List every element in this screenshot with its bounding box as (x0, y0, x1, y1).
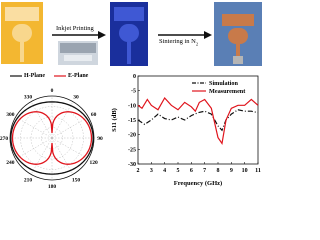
y-tick-label: -30 (128, 162, 136, 168)
antenna-pattern-panel (1, 2, 43, 64)
polar-angle-label: 0 (51, 88, 54, 94)
y-tick-label: 0 (133, 74, 136, 80)
polar-angle-label: 180 (48, 184, 57, 189)
h-plane-curve (10, 101, 94, 175)
legend-h-plane: H-Plane (24, 73, 45, 79)
polar-legend-lines (10, 75, 66, 77)
x-tick-label: 2 (137, 168, 140, 174)
x-tick-label: 3 (150, 168, 153, 174)
polar-spoke (30, 137, 53, 175)
polar-spoke (51, 116, 89, 139)
copper-feedline (236, 44, 240, 58)
polar-spoke (15, 137, 53, 160)
printed-patch (114, 7, 144, 21)
polar-spoke (30, 101, 53, 139)
sintering-text: Sintering in N (159, 38, 196, 45)
x-tick-label: 10 (242, 168, 248, 174)
polar-spoke (51, 101, 74, 139)
polar-plot: 0 30 60 90 120 150 180 210 240 270 300 330 (0, 88, 103, 189)
printer-head (60, 43, 96, 53)
printer-tray (64, 55, 92, 61)
polar-spoke (51, 137, 74, 175)
polar-spoke (15, 116, 53, 139)
legend-measurement: Measurement (209, 88, 246, 95)
legend-e-plane: E-Plane (68, 73, 89, 79)
printed-feedline (127, 42, 131, 64)
pattern-patch (5, 7, 39, 21)
polar-spoke (51, 137, 89, 160)
y-tick-label: -15 (128, 118, 136, 124)
s11-ticks: 2 3 4 5 6 7 8 9 10 11 0 -5 -10 -15 -20 -25 -30 (128, 74, 261, 174)
printed-antenna-panel (110, 2, 148, 66)
polar-angle-label: 240 (6, 160, 15, 166)
x-tick-label: 6 (190, 168, 193, 174)
polar-angle-label: 120 (89, 160, 98, 166)
printed-radiator (119, 24, 139, 42)
polar-angle-label: 210 (24, 178, 33, 184)
sintering-label: Sintering in N2 (159, 38, 198, 47)
y-tick-label: -5 (131, 89, 136, 95)
y-axis-label: S11 (dB) (111, 108, 118, 132)
pattern-radiator (12, 24, 32, 42)
polar-angle-labels: 0 30 60 90 120 150 180 210 240 270 300 330 (0, 88, 103, 189)
polar-angle-label: 330 (24, 94, 33, 100)
polar-angle-label: 150 (72, 178, 81, 184)
legend-simulation: Simulation (209, 80, 238, 87)
arrow-sintering (158, 31, 212, 39)
e-plane-curve (11, 111, 93, 165)
x-tick-label: 5 (177, 168, 180, 174)
polar-angle-label: 300 (6, 112, 15, 118)
copper-radiator (228, 28, 248, 44)
sintering-subscript: 2 (195, 41, 199, 47)
inkjet-printing-label: Inkjet Printing (56, 25, 94, 32)
polar-angle-label: 30 (73, 94, 79, 100)
polar-ring (9, 95, 95, 181)
polar-angle-label: 270 (0, 136, 8, 142)
sma-connector (233, 56, 243, 64)
pattern-feedline (20, 42, 24, 62)
sintered-antenna-photo (214, 2, 262, 66)
printer-photo (58, 41, 98, 65)
x-tick-label: 11 (255, 168, 261, 174)
process-illustration (1, 2, 262, 66)
measurement-curve (137, 96, 259, 146)
x-tick-label: 8 (217, 168, 220, 174)
y-tick-label: -20 (128, 133, 136, 139)
x-tick-label: 9 (230, 168, 233, 174)
arrow-inkjet (52, 31, 106, 39)
polar-angle-label: 60 (91, 112, 97, 118)
y-tick-label: -25 (128, 147, 136, 153)
copper-patch (222, 14, 254, 26)
simulation-curve (137, 109, 259, 132)
x-axis-label: Frequency (GHz) (174, 180, 222, 187)
x-tick-label: 7 (203, 168, 206, 174)
s11-chart: 2 3 4 5 6 7 8 9 10 11 0 -5 -10 -15 -20 -25 -30 Simulatio… (111, 74, 261, 187)
y-tick-label: -10 (128, 103, 136, 109)
polar-grid (9, 95, 95, 181)
polar-angle-label: 90 (97, 136, 103, 142)
x-tick-label: 4 (163, 168, 166, 174)
